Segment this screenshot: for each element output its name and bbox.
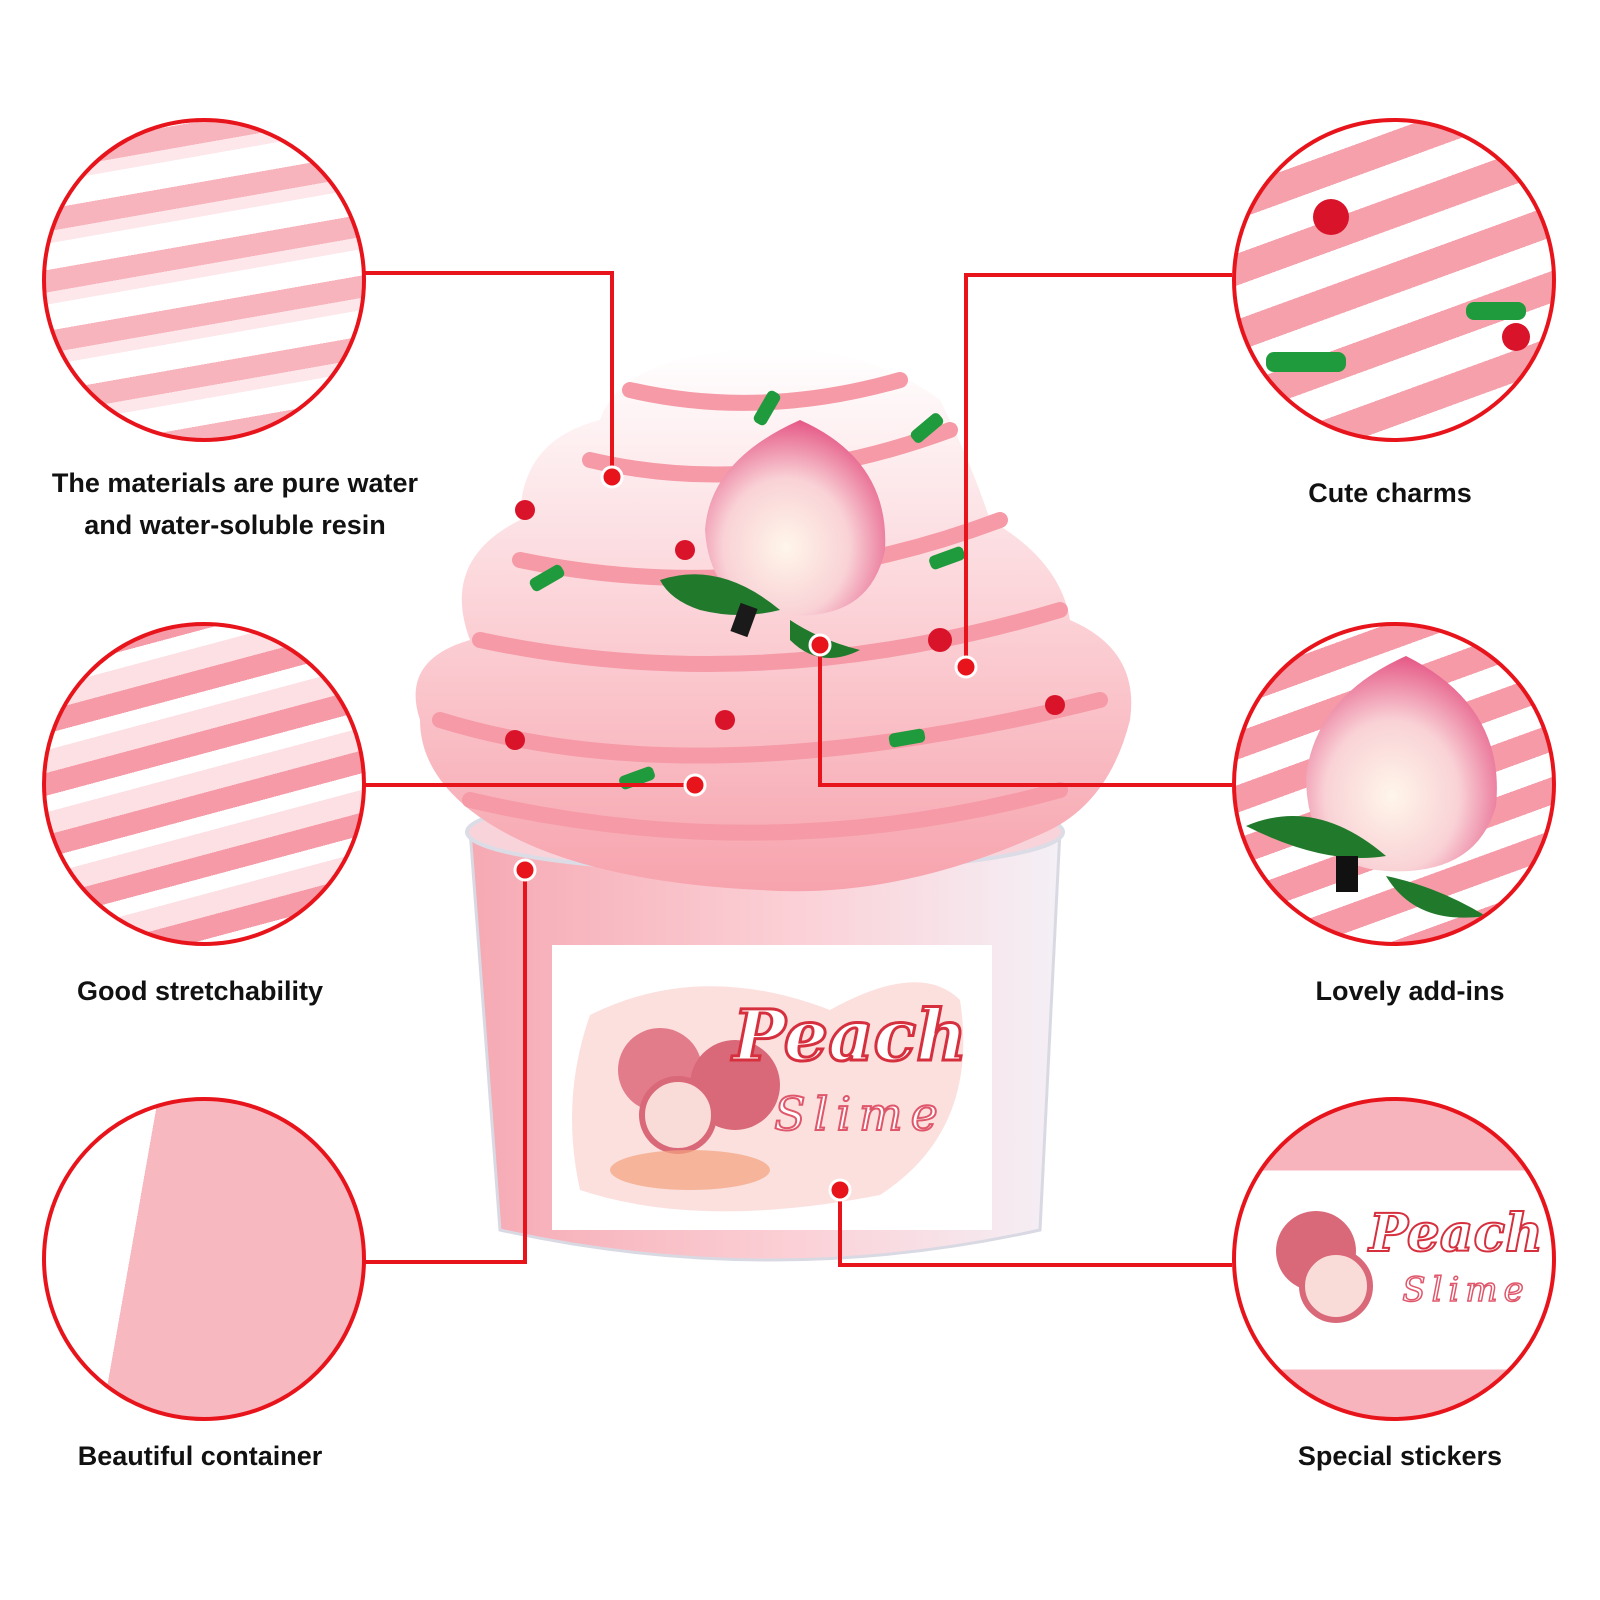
label-line: and water-soluble resin <box>84 510 386 540</box>
slime-jar: Peach Slime <box>465 790 1065 1262</box>
callout-dot <box>828 1178 852 1202</box>
label-stickers: Special stickers <box>1297 1441 1503 1471</box>
label-materials: The materials are pure water and water-s… <box>30 462 440 546</box>
sticker-title-zoom: Peach <box>1367 1203 1543 1264</box>
callout-dot <box>600 465 624 489</box>
sticker-title: Peach <box>731 994 967 1077</box>
label-stretchability: Good stretchability <box>76 976 324 1006</box>
callout-dot <box>808 633 832 657</box>
sticker-subtitle: Slime <box>774 1087 946 1141</box>
slime-swirl <box>415 348 1132 892</box>
callout-dot <box>954 655 978 679</box>
sticker-subtitle-zoom: Slime <box>1402 1270 1529 1310</box>
callout-lines <box>362 271 1232 1267</box>
label-add-ins: Lovely add-ins <box>1315 976 1505 1006</box>
detail-circle-cute-charms <box>1232 118 1556 442</box>
detail-circle-container <box>42 1097 366 1421</box>
callout-dot <box>513 858 537 882</box>
detail-circle-add-ins <box>1232 622 1556 946</box>
label-container: Beautiful container <box>77 1441 323 1471</box>
detail-circle-materials <box>42 118 366 442</box>
detail-circle-stretchability <box>42 622 366 946</box>
label-cute-charms: Cute charms <box>1308 478 1472 508</box>
callout-dot <box>683 773 707 797</box>
label-line: The materials are pure water <box>51 468 419 498</box>
peach-charm <box>705 420 886 616</box>
